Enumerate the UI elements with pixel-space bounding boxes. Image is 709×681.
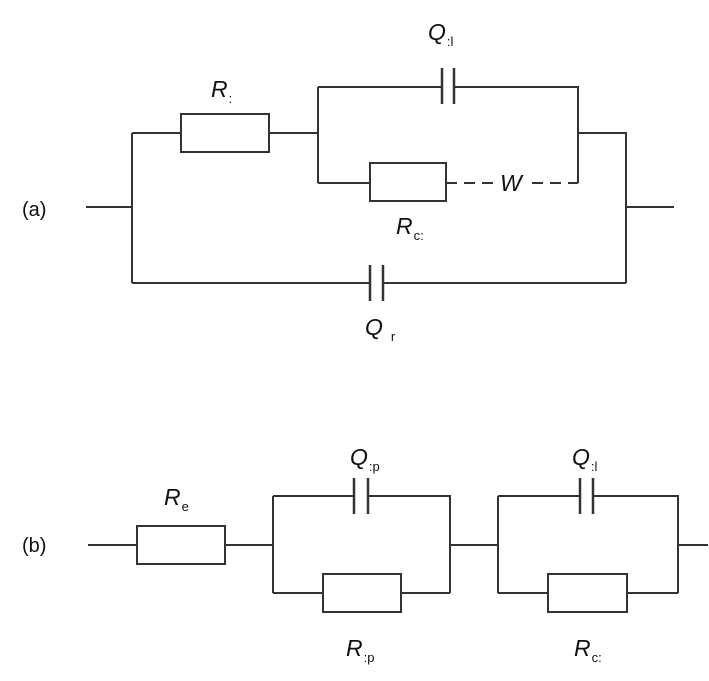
resistor-r-a2: [369, 162, 447, 202]
label-q-a-top: Q:l: [428, 19, 454, 49]
circuit-a-tag: (a): [22, 199, 46, 221]
label-r-a1: R:: [211, 76, 232, 106]
circuit-a: (a) R: Q:l Rc: W: [22, 19, 674, 344]
circuit-b: (b) Re Q:p R:p Q:l Rc:: [22, 444, 708, 665]
label-q-b1: Q:p: [350, 444, 380, 474]
resistor-r-b2: [547, 573, 628, 613]
capacitor-q-b1: [352, 478, 370, 514]
capacitor-q-b2: [578, 478, 595, 514]
label-warburg: W: [500, 170, 524, 196]
label-r-a2: Rc:: [396, 213, 424, 243]
capacitor-q-a-top: [440, 68, 456, 104]
label-r-b-series: Re: [164, 484, 189, 514]
resistor-r-b1: [322, 573, 402, 613]
circuit-b-wires: [88, 495, 708, 594]
label-r-b1: R:p: [346, 635, 374, 665]
label-r-b2: Rc:: [574, 635, 602, 665]
capacitor-q-a-bottom: [368, 265, 385, 301]
resistor-r-b-series: [136, 525, 226, 565]
resistor-r-a1: [180, 113, 270, 153]
circuit-b-tag: (b): [22, 535, 46, 557]
label-q-b2: Q:l: [572, 444, 598, 474]
